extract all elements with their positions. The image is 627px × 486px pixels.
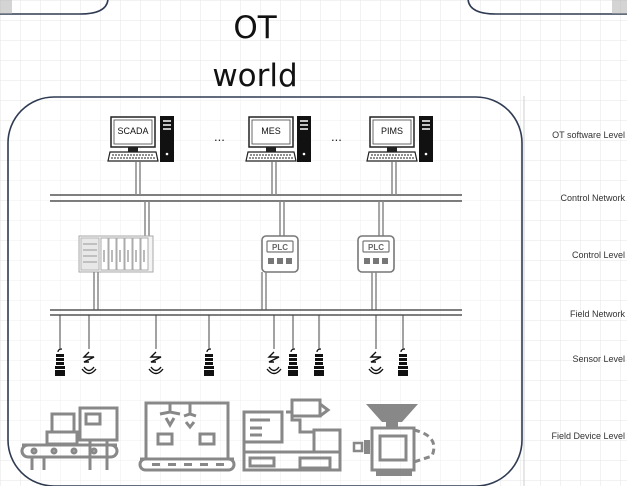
injection-molding-machine-icon bbox=[242, 398, 342, 472]
level-label-control-network: Control Network bbox=[560, 193, 625, 203]
field-network-bus bbox=[50, 309, 462, 316]
level-label-ot-software: OT software Level bbox=[552, 130, 625, 140]
proximity-sensor-icon bbox=[55, 348, 65, 376]
tower-icon bbox=[419, 116, 433, 162]
plc-label: PLC bbox=[272, 243, 288, 252]
wireless-sensor-icon bbox=[266, 351, 282, 375]
proximity-sensor-icon bbox=[314, 348, 324, 376]
sensor-drop-lines bbox=[59, 315, 404, 349]
grinding-machine-icon bbox=[352, 404, 436, 476]
robotic-conveyor-icon bbox=[138, 401, 236, 472]
scada-label: SCADA bbox=[117, 126, 148, 136]
title-line-2: world bbox=[212, 58, 298, 94]
level-label-control-level: Control Level bbox=[571, 250, 625, 260]
left-partial-frame bbox=[0, 0, 109, 15]
tower-icon bbox=[160, 116, 174, 162]
proximity-sensor-icon bbox=[288, 348, 298, 376]
control-network-bus bbox=[50, 194, 462, 202]
packaging-machine-icon bbox=[20, 406, 119, 470]
plc-label: PLC bbox=[368, 243, 384, 252]
level-label-sensor-level: Sensor Level bbox=[572, 354, 625, 364]
level-label-field-network: Field Network bbox=[569, 309, 625, 319]
right-partial-frame bbox=[467, 0, 627, 15]
wireless-sensor-icon bbox=[81, 351, 97, 375]
proximity-sensor-icon bbox=[398, 348, 408, 376]
pims-computer: PIMS bbox=[366, 116, 433, 162]
right-edge-fragment bbox=[612, 0, 627, 14]
plc-1: PLC bbox=[261, 235, 299, 273]
plc-2: PLC bbox=[357, 235, 395, 273]
mes-label: MES bbox=[261, 126, 281, 136]
left-edge-fragment bbox=[0, 0, 12, 14]
modular-plc-rack-icon bbox=[78, 235, 154, 273]
ellipsis-separator-1: ... bbox=[214, 129, 225, 144]
proximity-sensor-icon bbox=[204, 348, 214, 376]
pims-label: PIMS bbox=[381, 126, 403, 136]
mes-computer: MES bbox=[245, 116, 311, 162]
tower-icon bbox=[297, 116, 311, 162]
title-line-1: OT bbox=[233, 10, 277, 46]
wireless-sensor-icon bbox=[148, 351, 164, 375]
scada-computer: SCADA bbox=[107, 116, 174, 162]
wireless-sensor-icon bbox=[368, 351, 384, 375]
level-label-field-device: Field Device Level bbox=[551, 431, 625, 441]
ellipsis-separator-2: ... bbox=[331, 129, 342, 144]
